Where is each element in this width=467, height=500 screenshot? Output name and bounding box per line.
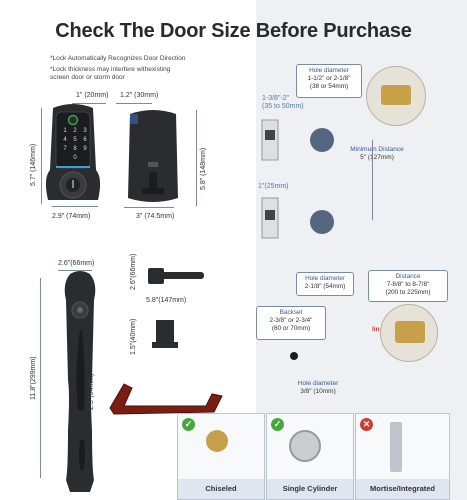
latch-width-top-label: 1-3/8"-2" xyxy=(262,95,290,102)
callout-mm: (38 or 54mm) xyxy=(309,83,349,90)
keypad-depth-label: 1" (20mm) xyxy=(76,92,109,99)
dimension-line xyxy=(196,110,197,206)
backset-callout: Backset 2-3/8" or 2-3/4" (60 or 70mm) xyxy=(256,306,326,340)
dimension-line xyxy=(52,206,98,207)
back-depth-label: 1.2" (30mm) xyxy=(120,92,159,99)
dimension-line xyxy=(72,103,106,104)
cylinder-image xyxy=(289,430,321,462)
option-label: Single Cylinder xyxy=(267,479,353,499)
page-title: Check The Door Size Before Purchase xyxy=(55,20,412,42)
hole-diameter-top-callout: Hole diameter 1-1/2" or 2-1/8" (38 or 54… xyxy=(296,64,362,98)
callout-value: 3/8" (10mm) xyxy=(300,388,336,395)
dimension-line xyxy=(124,207,174,208)
hole-diameter-mid-callout: Hole diameter 2-1/8" (54mm) xyxy=(296,272,354,296)
keypad-front-image xyxy=(45,104,101,200)
keypad-key: 5 xyxy=(73,137,77,143)
keypad-key: 1 xyxy=(63,128,67,134)
handle-width-label: 2.6"(66mm) xyxy=(58,260,95,267)
option-chiseled: ✓ Chiseled xyxy=(177,413,265,500)
keypad-key: 8 xyxy=(73,146,77,152)
handle-base-label: 2.5"(64mm) xyxy=(88,373,95,410)
dimension-line xyxy=(58,270,92,271)
option-mortise-integrated: ✕ Mortise/Integrated xyxy=(355,413,450,500)
bronze-handle-image xyxy=(109,383,223,415)
small-hole-marker xyxy=(290,352,298,360)
callout-value: 2-1/8" (54mm) xyxy=(304,283,346,290)
lin-label: lin xyxy=(372,326,380,333)
note-screen-door: screen door or storm door xyxy=(50,74,125,81)
latch-width-small-label: 1"(25mm) xyxy=(258,183,289,190)
callout-label: Hole diameter xyxy=(309,67,349,74)
door-edge-image xyxy=(261,119,334,239)
bolt-height-label: 1.5"(40mm) xyxy=(130,318,137,355)
keypad-key: 0 xyxy=(73,155,77,161)
min-distance-callout: Minimum Distance 5" (127mm) xyxy=(342,146,412,162)
checkmark-icon: ✓ xyxy=(182,418,195,431)
handleset-image xyxy=(64,271,96,492)
cross-icon: ✕ xyxy=(360,418,373,431)
note-direction: *Lock Automatically Recognizes Door Dire… xyxy=(50,55,186,62)
lever-height-label: 2.6"(66mm) xyxy=(130,253,137,290)
keypad-key: 2 xyxy=(73,128,77,134)
latch-detail-image xyxy=(366,66,426,126)
note-thickness: *Lock thickness may interfere withexisti… xyxy=(50,66,171,73)
distance-callout: Distance 7-8/8" to 8-7/8" (200 to 225mm) xyxy=(368,270,448,302)
keypad-width-label: 2.9" (74mm) xyxy=(52,213,91,220)
callout-value: 1-1/2" or 2-1/8" xyxy=(307,75,351,82)
deadbolt-image xyxy=(152,320,178,348)
dimension-line xyxy=(40,278,41,478)
keypad-key: 3 xyxy=(83,128,87,134)
callout-label: Distance xyxy=(395,273,421,280)
callout-value: 7-8/8" to 8-7/8" xyxy=(386,281,430,288)
mortise-plate-image xyxy=(390,422,402,472)
lever-handle-image xyxy=(148,268,204,284)
callout-label: Minimum Distance xyxy=(350,146,404,153)
callout-mm: (60 or 70mm) xyxy=(271,325,311,332)
keypad-key: 6 xyxy=(83,137,87,143)
option-label: Mortise/Integrated xyxy=(356,479,449,499)
option-label: Chiseled xyxy=(178,479,264,499)
callout-value: 5" (127mm) xyxy=(360,154,394,161)
option-single-cylinder: ✓ Single Cylinder xyxy=(266,413,354,500)
keypad-key: 4 xyxy=(63,137,67,143)
keypad-key: 9 xyxy=(83,146,87,152)
back-height-label: 5.8" (148mm) xyxy=(200,147,207,190)
back-width-label: 3" (74.5mm) xyxy=(136,213,175,220)
dimension-line xyxy=(372,140,373,220)
callout-label: Hole diameter xyxy=(305,275,345,282)
checkmark-icon: ✓ xyxy=(271,418,284,431)
callout-value: 2-3/8" or 2-3/4" xyxy=(269,317,313,324)
latch-width-mm-label: (35 to 50mm) xyxy=(262,103,304,110)
callout-label: Backset xyxy=(279,309,303,316)
hole-diameter-bottom-callout: Hole diameter 3/8" (10mm) xyxy=(288,380,348,396)
keypad-height-label: 5.7" (146mm) xyxy=(30,143,37,186)
door-hole-image xyxy=(206,430,228,452)
bolt-detail-image xyxy=(380,304,438,362)
keypad-grid: 1 2 3 4 5 6 7 8 9 0 xyxy=(60,128,90,161)
handle-height-label: 11.8"(299mm) xyxy=(30,356,37,400)
dimension-line xyxy=(41,108,42,204)
callout-label: Hole diameter xyxy=(297,380,339,387)
keypad-key: 7 xyxy=(63,146,67,152)
callout-mm: (200 to 225mm) xyxy=(385,289,431,296)
dimension-line xyxy=(116,103,152,104)
lever-length-label: 5.8"(147mm) xyxy=(146,297,187,304)
interior-assembly-image xyxy=(128,110,178,202)
